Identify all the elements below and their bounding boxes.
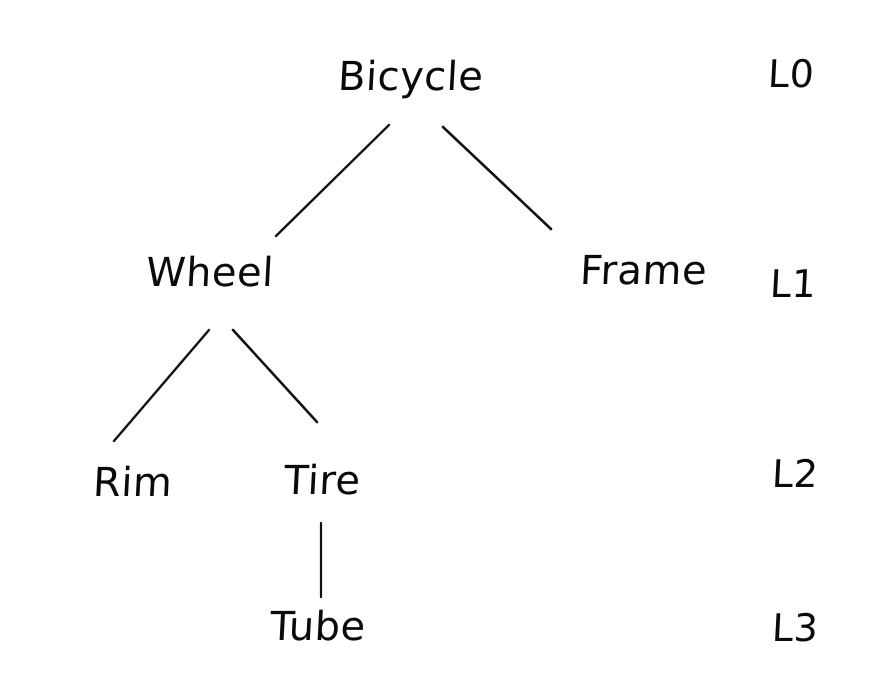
edge-bicycle-frame [441,125,553,231]
node-tire: Tire [282,458,362,504]
edge-bicycle-wheel [274,123,391,238]
node-wheel: Wheel [144,250,275,296]
node-tube: Tube [268,604,367,650]
edge-wheel-rim [112,328,211,443]
level-label-l1: L1 [768,262,818,306]
node-bicycle: Bicycle [336,54,485,100]
level-label-l2: L2 [770,452,820,496]
edge-wheel-tire [231,328,319,424]
node-frame: Frame [578,248,709,294]
level-label-l3: L3 [770,606,820,650]
node-rim: Rim [91,460,174,506]
level-label-l0: L0 [766,52,816,96]
